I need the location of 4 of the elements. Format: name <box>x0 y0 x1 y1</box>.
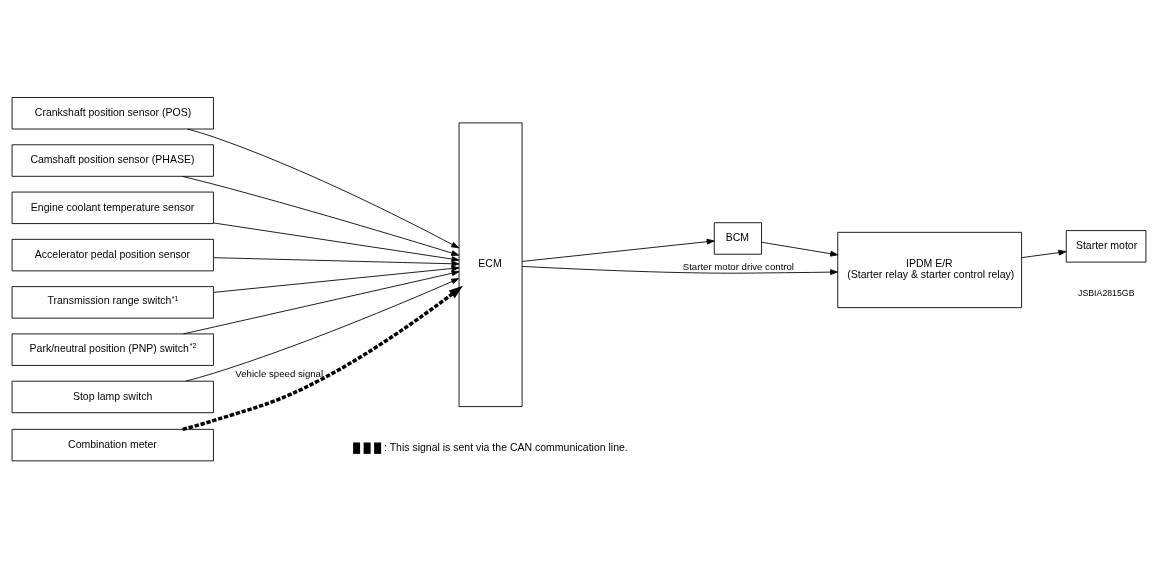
label: JSBIA2815GB <box>1078 287 1135 298</box>
legend-label: : This signal is sent via the CAN communication line. <box>384 440 628 453</box>
edge-label: Vehicle speed signal <box>235 367 324 379</box>
edge-label: Starter motor drive control <box>682 260 795 272</box>
